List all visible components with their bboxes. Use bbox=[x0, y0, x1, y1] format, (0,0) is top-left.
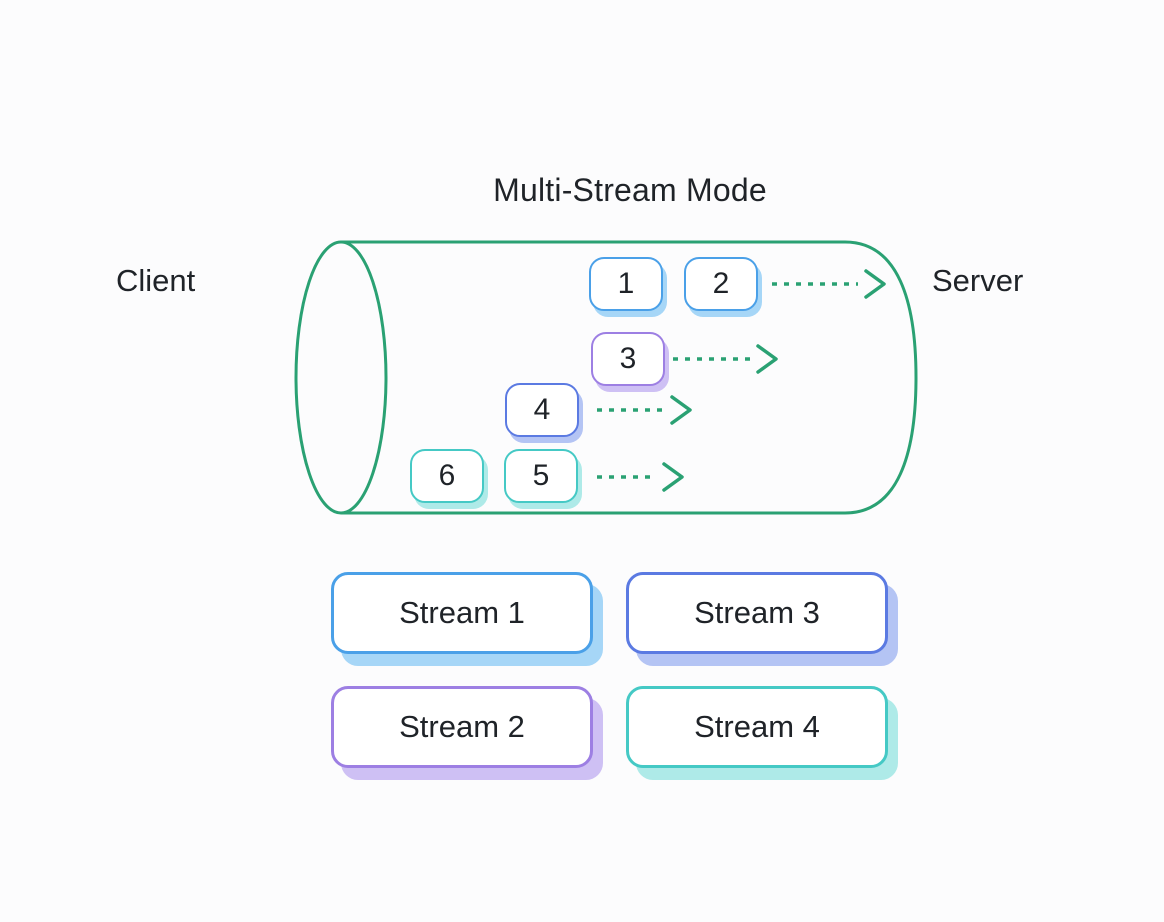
arrow-stream1 bbox=[772, 269, 886, 299]
diagram-title: Multi-Stream Mode bbox=[493, 172, 767, 208]
tunnel-cylinder-body bbox=[341, 240, 918, 515]
packet-1: 1 bbox=[589, 257, 663, 311]
packet-4: 4 bbox=[505, 383, 579, 437]
packet-3: 3 bbox=[591, 332, 665, 386]
arrow-stream3 bbox=[597, 395, 692, 425]
packet-2: 2 bbox=[684, 257, 758, 311]
packet-5: 5 bbox=[504, 449, 578, 503]
stream-2-box: Stream 2 bbox=[331, 686, 593, 768]
stream-4-box: Stream 4 bbox=[626, 686, 888, 768]
arrow-stream2 bbox=[673, 344, 778, 374]
server-label: Server bbox=[932, 263, 1024, 298]
arrow-stream4 bbox=[597, 462, 684, 492]
stream-3-box: Stream 3 bbox=[626, 572, 888, 654]
client-label: Client bbox=[116, 263, 196, 298]
packet-6: 6 bbox=[410, 449, 484, 503]
stream-1-box: Stream 1 bbox=[331, 572, 593, 654]
tunnel-cylinder-left-cap bbox=[294, 240, 388, 515]
